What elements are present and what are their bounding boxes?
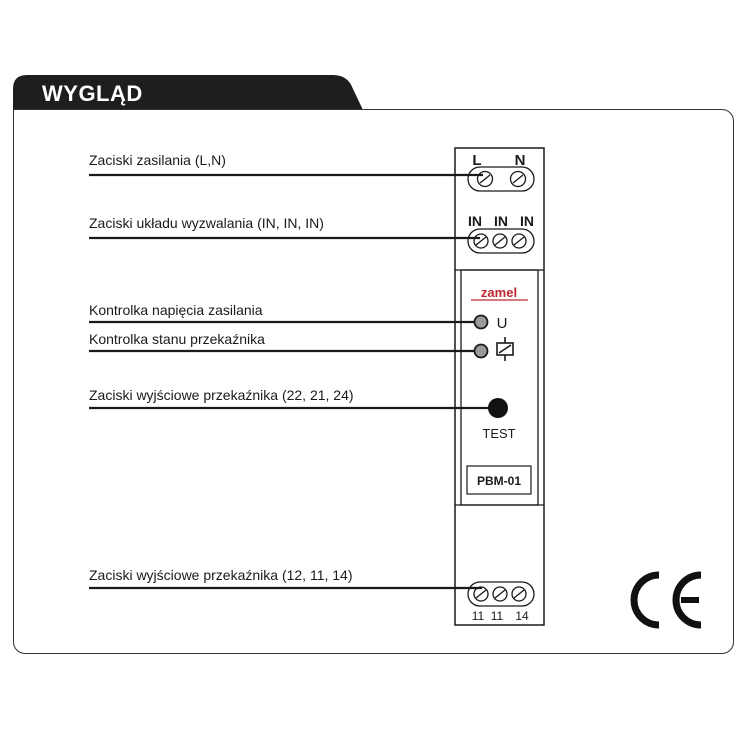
test-button-icon (488, 398, 508, 418)
terminal-n-label: N (515, 152, 526, 169)
header-tab (13, 75, 363, 110)
relay-coil-icon (496, 337, 514, 361)
test-label: TEST (482, 426, 515, 441)
label-power-terminals: Zaciski zasilania (L,N) (89, 152, 226, 168)
model-label: PBM-01 (477, 474, 521, 488)
label-relay-indicator: Kontrolka stanu przekaźnika (89, 331, 265, 347)
screw-n-icon (509, 170, 527, 188)
screw-14-icon (511, 586, 527, 602)
terminal-in1-label: IN (468, 213, 482, 229)
device-housing (454, 147, 545, 626)
screw-l-icon (476, 170, 494, 188)
front-panel (460, 269, 539, 506)
terminal-block-bottom (467, 581, 535, 607)
terminal-block-ln (467, 166, 535, 192)
label-output-terminals-top: Zaciski wyjściowe przekaźnika (22, 21, 2… (89, 387, 354, 403)
content-frame (13, 109, 734, 654)
terminal-in3-label: IN (520, 213, 534, 229)
terminal-in2-label: IN (494, 213, 508, 229)
terminal-block-in (467, 228, 535, 254)
label-output-terminals-bottom: Zaciski wyjściowe przekaźnika (12, 11, 1… (89, 567, 353, 583)
brand-logo: zamel (481, 285, 517, 300)
screw-in1-icon (473, 233, 489, 249)
label-trigger-terminals: Zaciski układu wyzwalania (IN, IN, IN) (89, 215, 324, 231)
section-title: WYGLĄD (42, 81, 143, 106)
terminal-11a-label: 11 (472, 609, 485, 623)
relay-led-icon (473, 343, 489, 359)
screw-in2-icon (492, 233, 508, 249)
model-plate (466, 465, 532, 495)
screw-11a-icon (473, 586, 489, 602)
power-led-icon (473, 314, 489, 330)
terminal-14-label: 14 (515, 609, 529, 623)
terminal-l-label: L (472, 152, 481, 169)
led-u-label: U (497, 315, 508, 332)
label-power-indicator: Kontrolka napięcia zasilania (89, 302, 263, 318)
ce-mark-icon (630, 571, 702, 629)
screw-in3-icon (511, 233, 527, 249)
terminal-11b-label: 11 (491, 609, 504, 623)
screw-11b-icon (492, 586, 508, 602)
